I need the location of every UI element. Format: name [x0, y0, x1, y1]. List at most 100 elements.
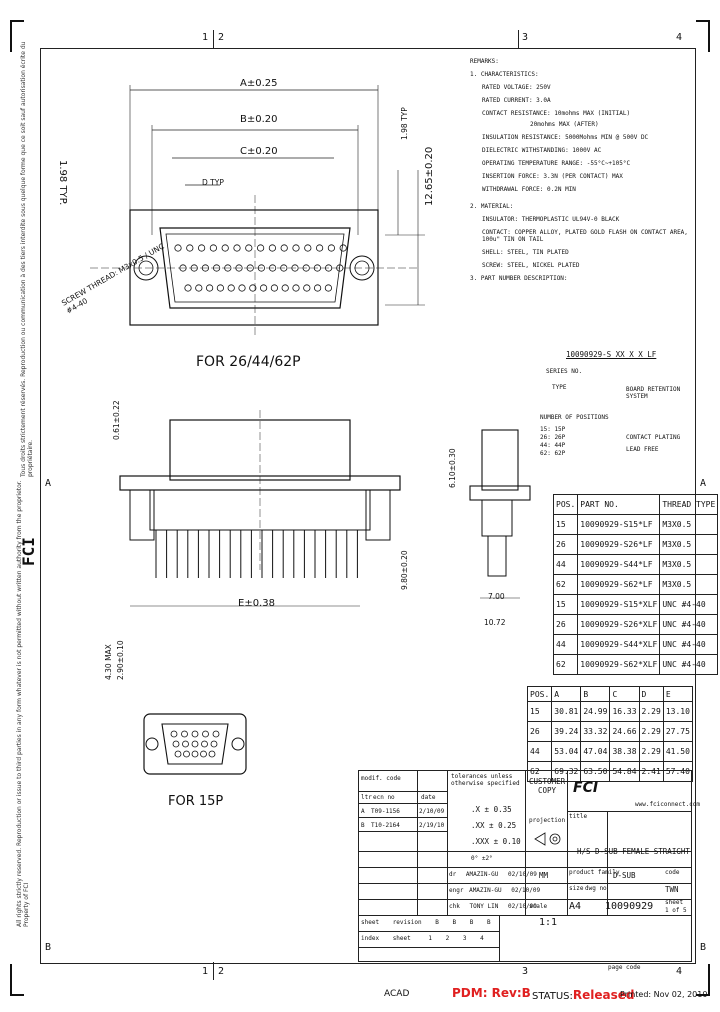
zone-number-bottom-3: 3: [522, 966, 529, 977]
projection-icon: [533, 831, 563, 851]
rev-cell: B: [469, 919, 474, 926]
pin-contact: [184, 284, 192, 292]
cell: 57.40: [662, 761, 693, 782]
zone-tick: [213, 30, 214, 48]
pdm-label: PDM: Rev:B: [452, 986, 531, 1000]
drawing-title: H/S D-SUB FEMALE STRAIGHT: [577, 847, 690, 856]
cell: M3X0.5: [659, 554, 719, 575]
cell: 16.33: [609, 701, 640, 722]
dim-c-label: C±0.20: [240, 146, 278, 157]
note-line: SCREW: STEEL, NICKEL PLATED: [482, 262, 580, 269]
pin-contact: [292, 284, 300, 292]
pin-array: [174, 244, 347, 292]
pin-contact: [170, 730, 178, 738]
table-header: PART NO.: [577, 494, 661, 515]
engr-row: engr AMAZIN-GU 02/10/09: [449, 887, 540, 894]
cell: 13.10: [662, 701, 693, 722]
cell: 41.50: [662, 741, 693, 762]
size-value: A4: [569, 901, 582, 912]
dr-date: 02/10/09: [508, 871, 537, 878]
cell: 26: [552, 534, 579, 555]
note-line: OPERATING TEMPERATURE RANGE: -55°C~+105°…: [482, 160, 631, 167]
sheet-label: sheet: [665, 899, 684, 906]
pin-contact: [186, 244, 194, 252]
cell: 10090929-S44*XLF: [577, 634, 661, 655]
tb-divider: [359, 915, 691, 916]
cell: 15: [552, 514, 579, 535]
sub-note-board: BOARD RETENTION SYSTEM: [626, 386, 681, 400]
cell: 44: [526, 741, 553, 762]
dim-typ2-label: 1.98 TYP: [400, 107, 409, 140]
index-cell: 2: [445, 935, 450, 942]
ltr-header: ltr: [361, 794, 372, 801]
pin-contact: [224, 264, 232, 272]
cell: 63.50: [580, 761, 611, 782]
sub-note-positions: NUMBER OF POSITIONS: [540, 414, 609, 421]
cell: 24.66: [609, 721, 640, 742]
scale-value: 1:1: [539, 917, 558, 928]
pin-contact: [201, 264, 209, 272]
table-header: POS.: [526, 686, 553, 702]
zone-letter-left-a: A: [45, 478, 52, 489]
cell: M3X0.5: [659, 514, 719, 535]
pin-contact: [257, 244, 265, 252]
printed-label: Printed: Nov 02, 2010: [620, 990, 708, 999]
cell: 2.29: [638, 721, 664, 742]
tb-divider: [499, 915, 500, 961]
pin-contact: [202, 730, 209, 738]
small-connector-drawing: [143, 713, 247, 775]
cell: 2.29: [638, 701, 664, 722]
fci-logo-side: FCI: [14, 522, 40, 572]
pin-contact: [280, 244, 288, 252]
tol-x: .X ± 0.35: [471, 805, 512, 814]
size-label: size: [569, 885, 584, 892]
dim-typ-label: 1.98 TYP.: [57, 160, 68, 206]
zone-number-top-3: 3: [522, 32, 529, 43]
chk-date: 02/10/09: [508, 903, 537, 910]
rev-a-date: 2/10/09: [419, 808, 445, 815]
tb-divider: [359, 867, 691, 868]
website-label: www.fciconnect.com: [635, 801, 701, 808]
part-number-code: 10090929-S XX X X LF: [566, 350, 657, 359]
cell: 2.41: [638, 761, 664, 782]
pin-contact: [233, 244, 241, 252]
cell: 10090929-S44*LF: [577, 554, 661, 575]
tb-divider: [359, 831, 447, 832]
zone-letter-right-a: A: [700, 478, 707, 489]
rev-a-ecn: T09-1156: [371, 808, 400, 815]
pin-contact: [181, 730, 188, 738]
cell: 10090929-S15*LF: [577, 514, 661, 535]
pin-contact: [313, 264, 321, 272]
sheet-value: 1 of 5: [665, 907, 687, 914]
note-line: CONTACT RESISTANCE: 10mohms MAX (INITIAL…: [482, 110, 631, 117]
cell: 38.38: [609, 741, 640, 762]
scale-label: scale: [529, 903, 548, 910]
pin-contact: [292, 244, 300, 252]
dim-1265-label: 12.65±0.20: [424, 146, 435, 206]
table-header-row: POS. A B C D E: [526, 686, 693, 702]
table-header: THREAD TYPE: [659, 494, 719, 515]
cell: 54.84: [609, 761, 640, 782]
zone-number-top-2: 2: [218, 32, 225, 43]
pin-contact: [198, 244, 206, 252]
notes-header: REMARKS:: [470, 58, 499, 65]
cell: UNC #4-40: [659, 614, 719, 635]
code-label: code: [665, 869, 680, 876]
cell: 62: [552, 654, 579, 675]
position-code: 15: 15P: [540, 426, 566, 433]
status-released: Released: [572, 988, 635, 1002]
acad-label: ACAD: [384, 989, 410, 999]
rev-cell: B: [452, 919, 457, 926]
zone-number-top-4: 4: [676, 32, 683, 43]
cell: 27.75: [662, 721, 693, 742]
corner-mark-bl: [10, 964, 24, 996]
front-pin-array: [155, 530, 358, 578]
cell: 33.32: [580, 721, 611, 742]
pin-contact: [339, 244, 347, 252]
